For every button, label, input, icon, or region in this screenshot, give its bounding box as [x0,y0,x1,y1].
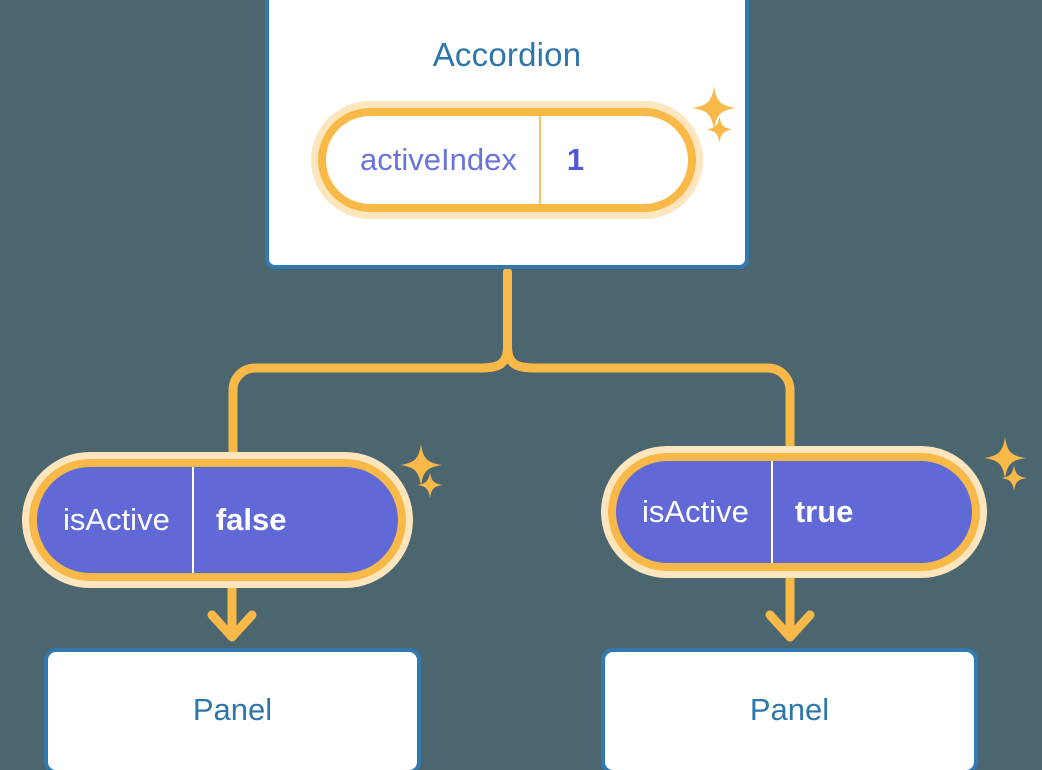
panel-title: Panel [192,692,273,727]
pill-body: isActive false [37,467,398,573]
pill-body: isActive true [616,461,972,563]
state-value-label: 1 [538,116,624,204]
state-pill-is-active-left[interactable]: isActive false [22,452,413,588]
pill-body: activeIndex 1 [326,116,688,204]
state-pill-is-active-right[interactable]: isActive true [601,446,987,578]
state-value-label: true [770,461,884,563]
state-value-label: false [191,467,317,573]
state-key-label: isActive [63,502,170,537]
accordion-title: Accordion [432,36,582,73]
arrow-head-left [207,610,257,642]
state-pill-active-index[interactable]: activeIndex 1 [311,101,703,219]
arrow-head-right [765,610,815,642]
sparkle-small-icon [417,472,443,498]
state-key-label: isActive [642,494,749,529]
sparkle-large-icon [984,437,1026,479]
panel-card-left: Panel [44,648,421,770]
panel-title: Panel [749,692,830,727]
sparkle-small-icon [1001,465,1027,491]
state-key-label: activeIndex [360,142,517,177]
panel-card-right: Panel [601,648,978,770]
